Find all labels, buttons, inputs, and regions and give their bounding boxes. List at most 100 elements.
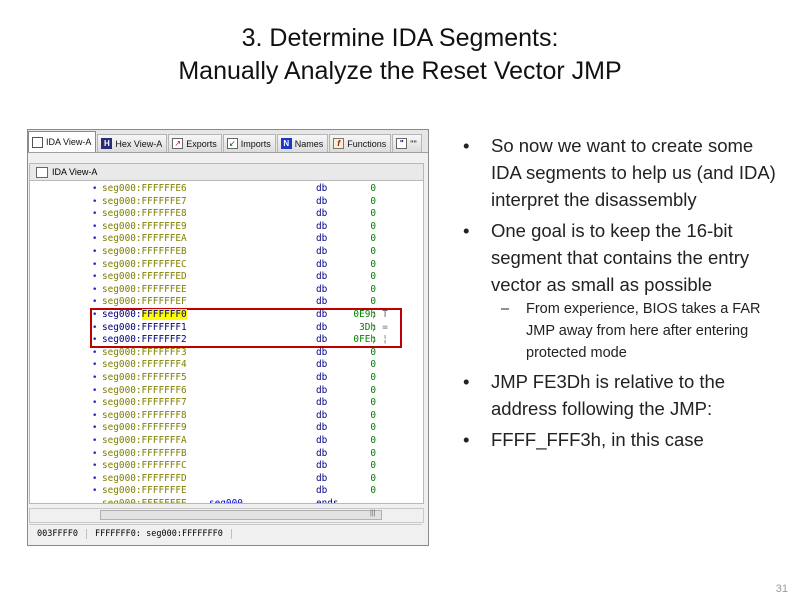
ida-view-icon <box>36 166 48 178</box>
line-bullet-icon: • <box>92 272 98 283</box>
row-mnemonic: db <box>316 447 328 459</box>
bullet-item: FFFF_FFF3h, in this case <box>463 426 783 453</box>
row-mnemonic: db <box>316 283 328 295</box>
row-value: 0 <box>370 409 376 421</box>
row-mnemonic: db <box>316 233 328 245</box>
row-address: seg000:FFFFFFF7 <box>102 397 187 409</box>
row-value: 0 <box>370 283 376 295</box>
row-address: seg000:FFFFFFFE <box>102 498 187 504</box>
line-bullet-icon: • <box>92 247 98 257</box>
row-address: seg000:FFFFFFE9 <box>102 220 187 232</box>
ida-view-icon <box>32 136 43 148</box>
segment-name: seg000 <box>209 498 243 504</box>
line-bullet-icon: • <box>92 385 98 396</box>
row-address: seg000:FFFFFFED <box>102 271 187 283</box>
line-bullet-icon: • <box>92 184 98 194</box>
row-address: seg000:FFFFFFEE <box>102 283 187 295</box>
line-bullet-icon: • <box>92 461 98 472</box>
row-value: 0 <box>370 435 376 446</box>
row-mnemonic: db <box>316 346 328 358</box>
row-value: 0 <box>370 271 376 283</box>
row-value: 0 <box>370 208 376 220</box>
row-mnemonic: db <box>316 334 328 346</box>
line-bullet-icon: • <box>92 322 98 333</box>
names-icon: N <box>280 138 292 149</box>
row-comment: ; ¦ <box>371 334 388 346</box>
tab-strings[interactable]: """ <box>392 134 422 152</box>
exports-icon: ↗ <box>172 138 184 149</box>
row-value: 0 <box>370 359 376 371</box>
line-bullet-icon: • <box>92 436 98 446</box>
row-mnemonic: db <box>316 460 328 472</box>
row-address: seg000:FFFFFFE7 <box>102 195 187 207</box>
row-value: 0 <box>370 258 376 270</box>
row-address: seg000:FFFFFFFD <box>102 472 187 484</box>
line-bullet-icon: • <box>92 234 98 245</box>
scrollbar-grip: ||| <box>370 510 376 517</box>
cursor-highlight: FFFFFFF0 <box>141 309 187 320</box>
tab-exports[interactable]: ↗Exports <box>168 134 222 152</box>
row-value: 0 <box>370 296 376 308</box>
row-address: seg000:FFFFFFF1 <box>102 321 187 333</box>
row-mnemonic: ends <box>316 498 339 504</box>
tab-imports[interactable]: ↙Imports <box>222 134 276 152</box>
bullet-item: JMP FE3Dh is relative to the address fol… <box>463 368 783 422</box>
hex-view-icon: H <box>101 138 113 149</box>
line-bullet-icon: • <box>92 310 98 320</box>
row-value: 0 <box>370 233 376 245</box>
table-row[interactable]: seg000:FFFFFFFE seg000 ends <box>30 498 423 504</box>
row-value: 0 <box>370 397 376 409</box>
line-bullet-icon: • <box>92 347 98 358</box>
tab-ida-view-a[interactable]: IDA View-A <box>28 131 97 152</box>
row-value: 0 <box>370 485 376 497</box>
row-mnemonic: db <box>316 309 328 320</box>
row-mnemonic: db <box>316 485 328 497</box>
strings-icon: " <box>396 138 408 149</box>
row-address: seg000:FFFFFFF9 <box>102 422 187 434</box>
line-bullet-icon: • <box>92 297 98 308</box>
scrollbar-thumb[interactable] <box>100 510 382 520</box>
row-mnemonic: db <box>316 195 328 207</box>
row-value: 0 <box>370 447 376 459</box>
row-comment: ; = <box>371 321 388 333</box>
horizontal-scrollbar[interactable]: ||| <box>29 508 424 523</box>
row-mnemonic: db <box>316 397 328 409</box>
row-address: seg000:FFFFFFFC <box>102 460 187 472</box>
tab-label: Hex View-A <box>115 138 163 149</box>
row-mnemonic: db <box>316 409 328 421</box>
tab-label: "" <box>410 138 417 149</box>
row-mnemonic: db <box>316 435 328 446</box>
row-address: seg000:FFFFFFF4 <box>102 359 187 371</box>
line-bullet-icon: • <box>92 486 98 497</box>
functions-icon: f <box>333 138 345 149</box>
